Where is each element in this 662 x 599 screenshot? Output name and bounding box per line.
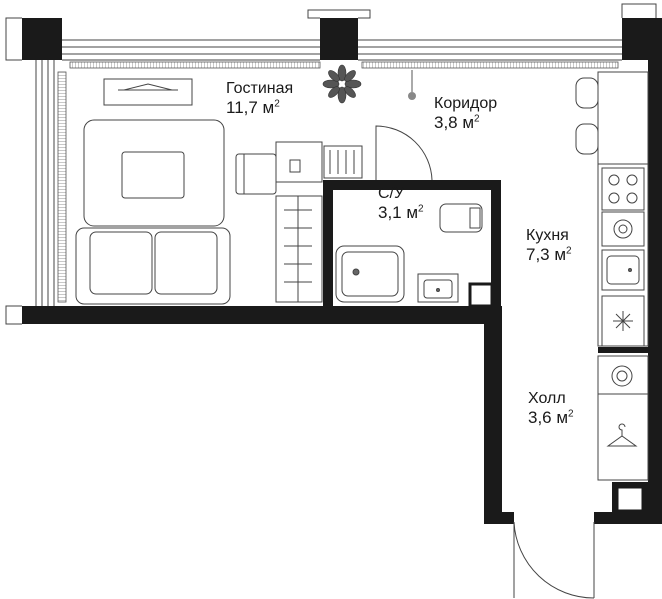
room-area-corridor: 3,8 м2 bbox=[434, 113, 480, 133]
desk bbox=[275, 141, 323, 183]
kitchen-counter bbox=[597, 71, 649, 347]
plant-icon bbox=[322, 64, 362, 104]
walls bbox=[22, 18, 662, 524]
stool-1 bbox=[575, 77, 599, 109]
label-bathroom: С/У 3,1 м2 bbox=[378, 185, 424, 223]
hanger-icon bbox=[606, 423, 638, 447]
chair bbox=[235, 153, 277, 195]
label-corridor: Коридор 3,8 м2 bbox=[434, 95, 497, 133]
radiator-top-right bbox=[361, 61, 619, 69]
room-area-hall: 3,6 м2 bbox=[528, 408, 574, 428]
appliance bbox=[601, 211, 645, 247]
wall-hall-bottom-left bbox=[484, 512, 514, 524]
rug bbox=[83, 119, 225, 227]
wall-bath-top bbox=[333, 180, 501, 190]
wall-right bbox=[648, 60, 662, 522]
shower-tray bbox=[335, 245, 405, 303]
label-kitchen: Кухня 7,3 м2 bbox=[526, 227, 572, 265]
stool-2 bbox=[575, 123, 599, 155]
bath-shaft bbox=[468, 282, 494, 308]
lamp-icon bbox=[408, 70, 416, 100]
stove bbox=[601, 167, 645, 211]
window-walls bbox=[5, 3, 657, 325]
radiator-left bbox=[57, 71, 67, 303]
bathroom-fixtures bbox=[335, 125, 494, 308]
hall-fixtures bbox=[513, 355, 649, 599]
column-top-middle bbox=[320, 18, 358, 60]
room-name-kitchen: Кухня bbox=[526, 227, 569, 244]
bathroom-door bbox=[375, 125, 433, 181]
wardrobe bbox=[275, 195, 323, 303]
living-furniture bbox=[75, 78, 363, 305]
wall-hall-left bbox=[484, 306, 502, 522]
wall-bath-right bbox=[491, 180, 501, 306]
column-top-left bbox=[22, 18, 62, 60]
coffee-table bbox=[121, 151, 185, 199]
label-living: Гостиная 11,7 м2 bbox=[226, 80, 293, 118]
bath-sink bbox=[417, 273, 459, 303]
room-name-corridor: Коридор bbox=[434, 95, 498, 112]
room-name-living: Гостиная bbox=[226, 80, 294, 97]
room-area-living: 11,7 м2 bbox=[226, 98, 280, 118]
room-name-hall: Холл bbox=[528, 390, 566, 407]
radiator-top-left bbox=[69, 61, 321, 69]
room-name-bathroom: С/У bbox=[378, 185, 405, 202]
hall-closet bbox=[597, 355, 649, 481]
wall-bottom-living bbox=[22, 306, 502, 324]
column-top-right bbox=[622, 18, 662, 60]
divider-kitchen-hall bbox=[598, 347, 648, 353]
fridge bbox=[601, 295, 645, 347]
room-area-kitchen: 7,3 м2 bbox=[526, 245, 572, 265]
kitchen-sink bbox=[601, 249, 645, 291]
label-hall: Холл 3,6 м2 bbox=[528, 390, 574, 428]
sofa bbox=[75, 227, 231, 305]
toilet bbox=[439, 203, 483, 233]
tv-stand bbox=[103, 78, 193, 106]
entrance-door bbox=[513, 521, 595, 599]
wall-bath-left bbox=[323, 180, 333, 306]
room-area-bathroom: 3,1 м2 bbox=[378, 203, 424, 223]
shelf-books bbox=[323, 145, 363, 179]
kitchen-fixtures bbox=[575, 71, 649, 347]
